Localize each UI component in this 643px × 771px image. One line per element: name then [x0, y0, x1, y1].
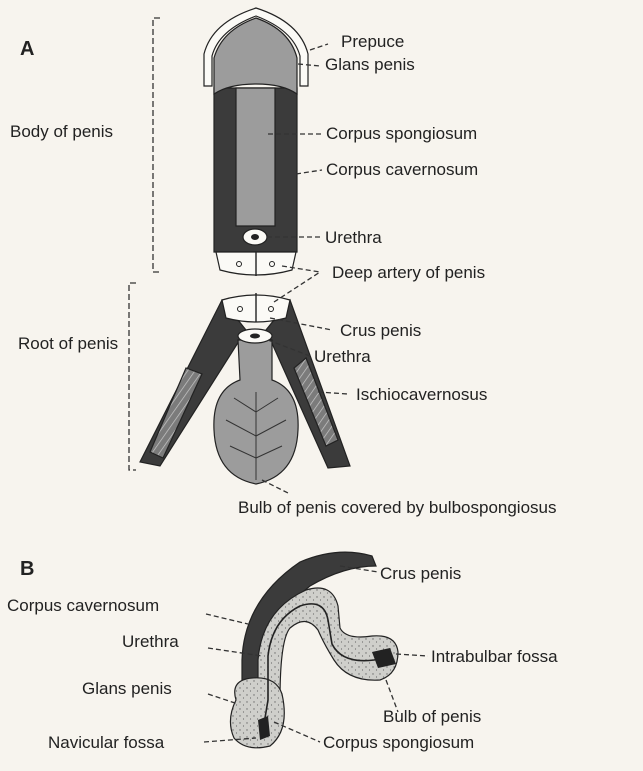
- corpus-cavernosum-label: Corpus cavernosum: [326, 160, 478, 179]
- panel-b: B Crus penis Corpus cavernosum Urethra I…: [7, 552, 558, 752]
- b-intrabulbar-fossa-leader: [396, 654, 428, 656]
- ischiocavernosus-label: Ischiocavernosus: [356, 385, 487, 404]
- b-intrabulbar-fossa-label: Intrabulbar fossa: [431, 647, 558, 666]
- b-glans-penis-label: Glans penis: [82, 679, 172, 698]
- urethra-lumen: [251, 234, 259, 240]
- b-glans-penis-leader: [208, 694, 238, 704]
- b-crus-penis-label: Crus penis: [380, 564, 461, 583]
- corpus-spongiosum-shape: [236, 88, 275, 226]
- urethra-label: Urethra: [325, 228, 382, 247]
- prepuce-leader: [310, 44, 328, 50]
- corpus-cavernosum-leader: [296, 170, 322, 174]
- corpus-spongiosum-label: Corpus spongiosum: [326, 124, 477, 143]
- b-glans-penis-shape: [230, 678, 284, 748]
- b-corpus-cavernosum-leader: [206, 614, 248, 624]
- b-corpus-spongiosum-label: Corpus spongiosum: [323, 733, 474, 752]
- b-navicular-fossa-shape: [258, 716, 270, 740]
- crus-penis-label: Crus penis: [340, 321, 421, 340]
- bulb-leader: [262, 480, 290, 494]
- root-urethra-lumen: [250, 334, 260, 339]
- deep-artery-label: Deep artery of penis: [332, 263, 485, 282]
- body-region-bracket: [153, 18, 160, 272]
- panel-b-letter: B: [20, 558, 34, 580]
- b-navicular-fossa-label: Navicular fossa: [48, 733, 165, 752]
- root-of-penis-label: Root of penis: [18, 334, 118, 353]
- body-of-penis-label: Body of penis: [10, 122, 113, 141]
- root-region-bracket: [129, 283, 136, 470]
- bulb-label: Bulb of penis covered by bulbospongiosus: [238, 498, 557, 517]
- root-urethra-label: Urethra: [314, 347, 371, 366]
- prepuce-label: Prepuce: [341, 32, 404, 51]
- b-bulb-of-penis-label: Bulb of penis: [383, 707, 481, 726]
- glans-penis-label: Glans penis: [325, 55, 415, 74]
- panel-a-letter: A: [20, 38, 34, 60]
- panel-a: A Body of penis Root of penis: [10, 8, 557, 517]
- b-urethra-label: Urethra: [122, 632, 179, 651]
- b-corpus-cavernosum-label: Corpus cavernosum: [7, 596, 159, 615]
